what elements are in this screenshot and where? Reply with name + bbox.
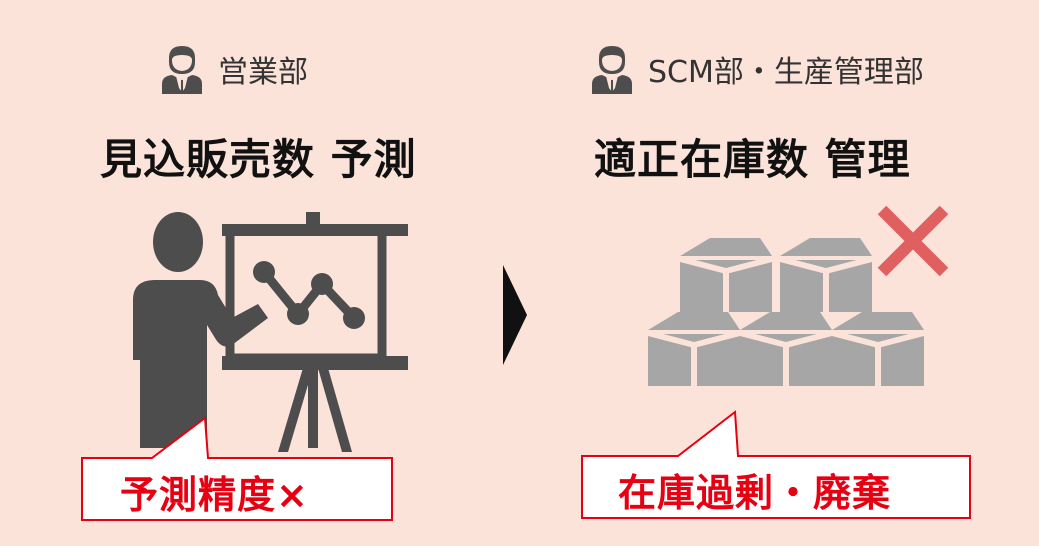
box-icon: [780, 238, 872, 312]
right-dept-label: SCM部・生産管理部: [648, 55, 924, 90]
left-heading: 見込販売数 予測: [100, 135, 417, 184]
box-icon: [832, 312, 924, 386]
right-callout-box: [581, 410, 971, 519]
person-icon: [162, 46, 202, 94]
right-callout-text: 在庫過剰・廃棄: [618, 471, 892, 515]
box-icon: [648, 312, 740, 386]
box-icon: [740, 312, 832, 386]
box-icon: [680, 238, 772, 312]
left-callout-text: 予測精度×: [120, 473, 309, 517]
left-dept: 営業部: [160, 44, 308, 94]
person-icon: [592, 46, 632, 94]
left-dept-label: 営業部: [218, 55, 308, 90]
presenter-icon: [133, 212, 408, 452]
cross-icon: [877, 205, 949, 277]
arrow-right-icon: [503, 265, 527, 365]
left-callout-box: [81, 416, 393, 521]
right-heading: 適正在庫数 管理: [594, 135, 911, 184]
right-dept: SCM部・生産管理部: [590, 44, 924, 94]
